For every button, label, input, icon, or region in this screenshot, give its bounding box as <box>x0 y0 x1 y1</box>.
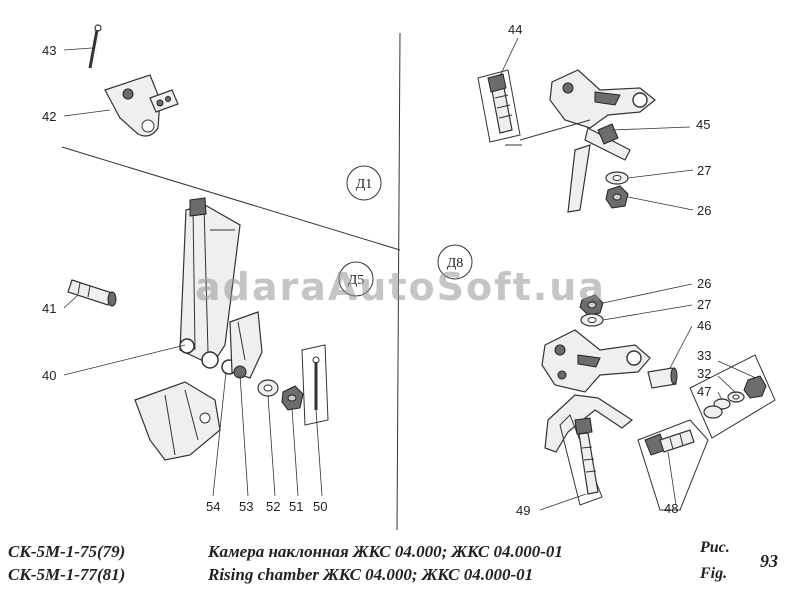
part-48-bolt <box>637 419 709 511</box>
part-lower-lever <box>541 329 651 393</box>
zone-d8: Д8 <box>437 244 473 280</box>
svg-text:Д8: Д8 <box>447 256 464 271</box>
label-46: 46 <box>697 318 711 333</box>
label-32: 32 <box>697 366 711 381</box>
part-33-32-47-group <box>689 354 776 439</box>
caption-fig-number: 93 <box>760 551 778 571</box>
label-42: 42 <box>42 109 56 124</box>
label-27-lower: 27 <box>697 297 711 312</box>
label-40: 40 <box>42 368 56 383</box>
part-43-cotter-pin <box>88 24 102 69</box>
label-49: 49 <box>516 503 530 518</box>
svg-text:Д5: Д5 <box>348 273 365 288</box>
part-number-labels: 43 42 41 40 54 53 52 51 50 44 45 27 26 2… <box>42 22 711 518</box>
part-27-washer-lower <box>580 313 604 327</box>
label-44: 44 <box>508 22 522 37</box>
caption-model-2: СК-5М-1-77(81) <box>8 565 126 584</box>
caption-title-ru: Камера наклонная ЖКС 04.000; ЖКС 04.000-… <box>208 542 563 561</box>
part-50-pin <box>301 344 329 426</box>
zone-d5: Д5 <box>338 261 374 297</box>
label-51: 51 <box>289 499 303 514</box>
label-41: 41 <box>42 301 56 316</box>
part-46-pin <box>647 367 678 389</box>
leader-lines <box>63 37 757 511</box>
caption-fig-en: Fig. <box>700 565 728 582</box>
part-26-nut-lower <box>579 294 604 316</box>
caption-model-1: СК-5М-1-75(79) <box>8 542 126 561</box>
label-50: 50 <box>313 499 327 514</box>
label-54: 54 <box>206 499 220 514</box>
caption-title-en: Rising chamber ЖКС 04.000; ЖКС 04.000-01 <box>208 565 534 584</box>
label-45: 45 <box>696 117 710 132</box>
label-47: 47 <box>697 384 711 399</box>
label-48: 48 <box>664 501 678 516</box>
caption-fig-ru: Рис. <box>700 539 730 556</box>
part-27-washer-top <box>605 171 629 185</box>
svg-text:Д1: Д1 <box>356 177 373 192</box>
part-42-bracket <box>104 74 179 137</box>
label-26-top: 26 <box>697 203 711 218</box>
label-52: 52 <box>266 499 280 514</box>
label-27-top: 27 <box>697 163 711 178</box>
part-base-bracket <box>134 381 221 461</box>
part-49-bolt-bracket <box>544 394 634 506</box>
part-45-angle-bracket <box>567 123 631 213</box>
part-52-washer <box>257 379 279 397</box>
part-upper-lever <box>505 69 656 146</box>
part-26-nut-top <box>605 185 629 209</box>
label-43: 43 <box>42 43 56 58</box>
part-51-nut <box>281 385 304 411</box>
part-40-lever-arm <box>179 197 241 375</box>
exploded-parts-diagram: Д1 Д5 Д8 <box>42 22 776 531</box>
part-53-plate <box>229 311 263 379</box>
label-53: 53 <box>239 499 253 514</box>
zone-d1: Д1 <box>346 165 382 201</box>
section-dividers <box>61 32 401 531</box>
label-33: 33 <box>697 348 711 363</box>
part-44-bolt <box>477 69 521 143</box>
label-26-lower: 26 <box>697 276 711 291</box>
part-41-pin <box>67 279 117 307</box>
